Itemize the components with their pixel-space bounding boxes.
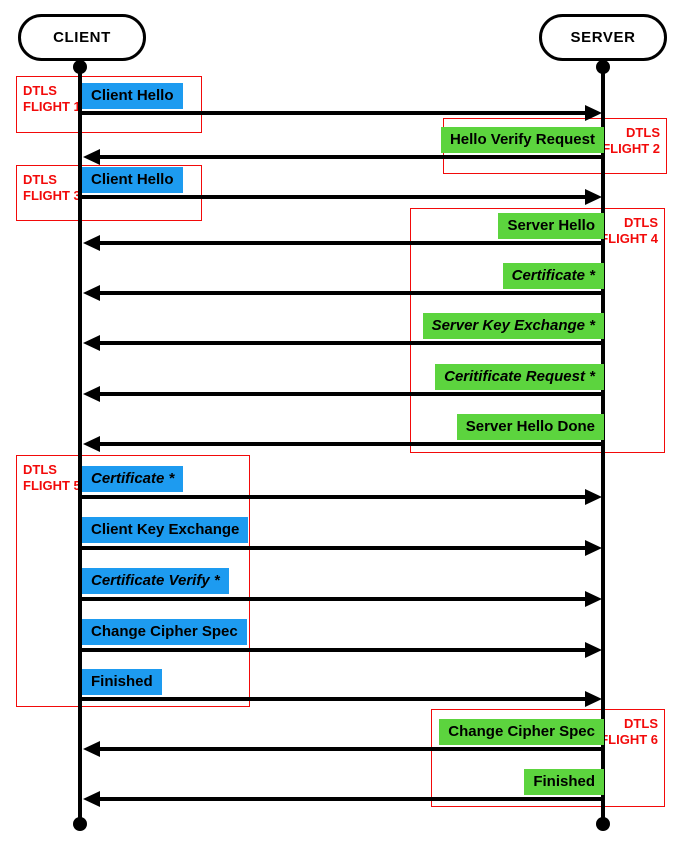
server-to-client-arrow — [83, 791, 601, 807]
client-to-server-arrow — [82, 642, 602, 658]
message-label: Server Hello Done — [456, 414, 604, 440]
server-to-client-arrow — [83, 436, 601, 452]
client-lifeline-bottom-dot — [73, 817, 87, 831]
client-to-server-arrow — [82, 691, 602, 707]
flight-3-label: DTLS FLIGHT 3 — [23, 172, 81, 203]
client-lifeline — [78, 60, 82, 824]
client-to-server-arrow — [82, 105, 602, 121]
message-label: Client Hello — [82, 83, 183, 109]
flight-6-label: DTLS FLIGHT 6 — [600, 716, 658, 747]
flight-3-box: DTLS FLIGHT 3 — [16, 165, 202, 221]
server-to-client-arrow — [83, 386, 601, 402]
flight-4-box: DTLS FLIGHT 4 — [410, 208, 665, 453]
client-to-server-arrow — [82, 189, 602, 205]
server-to-client-arrow — [83, 741, 601, 757]
server-to-client-arrow — [83, 235, 601, 251]
message-label: Change Cipher Spec — [82, 619, 247, 645]
server-to-client-arrow — [83, 335, 601, 351]
server-actor-pill: SERVER — [539, 14, 667, 61]
message-label: Change Cipher Spec — [439, 719, 604, 745]
flight-1-box: DTLS FLIGHT 1 — [16, 76, 202, 133]
message-label: Certificate Verify * — [82, 568, 229, 594]
message-label: Hello Verify Request — [440, 127, 604, 153]
flight-5-label: DTLS FLIGHT 5 — [23, 462, 81, 493]
message-label: Finished — [82, 669, 162, 695]
server-to-client-arrow — [83, 149, 601, 165]
message-label: Client Hello — [82, 167, 183, 193]
message-label: Finished — [524, 769, 604, 795]
client-lifeline-top-dot — [73, 60, 87, 74]
flight-1-label: DTLS FLIGHT 1 — [23, 83, 81, 114]
message-label: Ceritificate Request * — [435, 364, 604, 390]
server-to-client-arrow — [83, 285, 601, 301]
server-lifeline — [601, 60, 605, 824]
flight-6-box: DTLS FLIGHT 6 — [431, 709, 665, 807]
flight-4-label: DTLS FLIGHT 4 — [600, 215, 658, 246]
server-lifeline-bottom-dot — [596, 817, 610, 831]
message-label: Server Key Exchange * — [422, 313, 604, 339]
message-label: Server Hello — [498, 213, 604, 239]
client-to-server-arrow — [82, 591, 602, 607]
client-to-server-arrow — [82, 489, 602, 505]
flight-2-label: DTLS FLIGHT 2 — [602, 125, 660, 156]
message-label: Certificate * — [82, 466, 184, 492]
message-label: Client Key Exchange — [82, 517, 249, 543]
client-to-server-arrow — [82, 540, 602, 556]
client-actor-pill: CLIENT — [18, 14, 146, 61]
message-label: Certificate * — [502, 263, 604, 289]
flight-5-box: DTLS FLIGHT 5 — [16, 455, 250, 707]
server-lifeline-top-dot — [596, 60, 610, 74]
